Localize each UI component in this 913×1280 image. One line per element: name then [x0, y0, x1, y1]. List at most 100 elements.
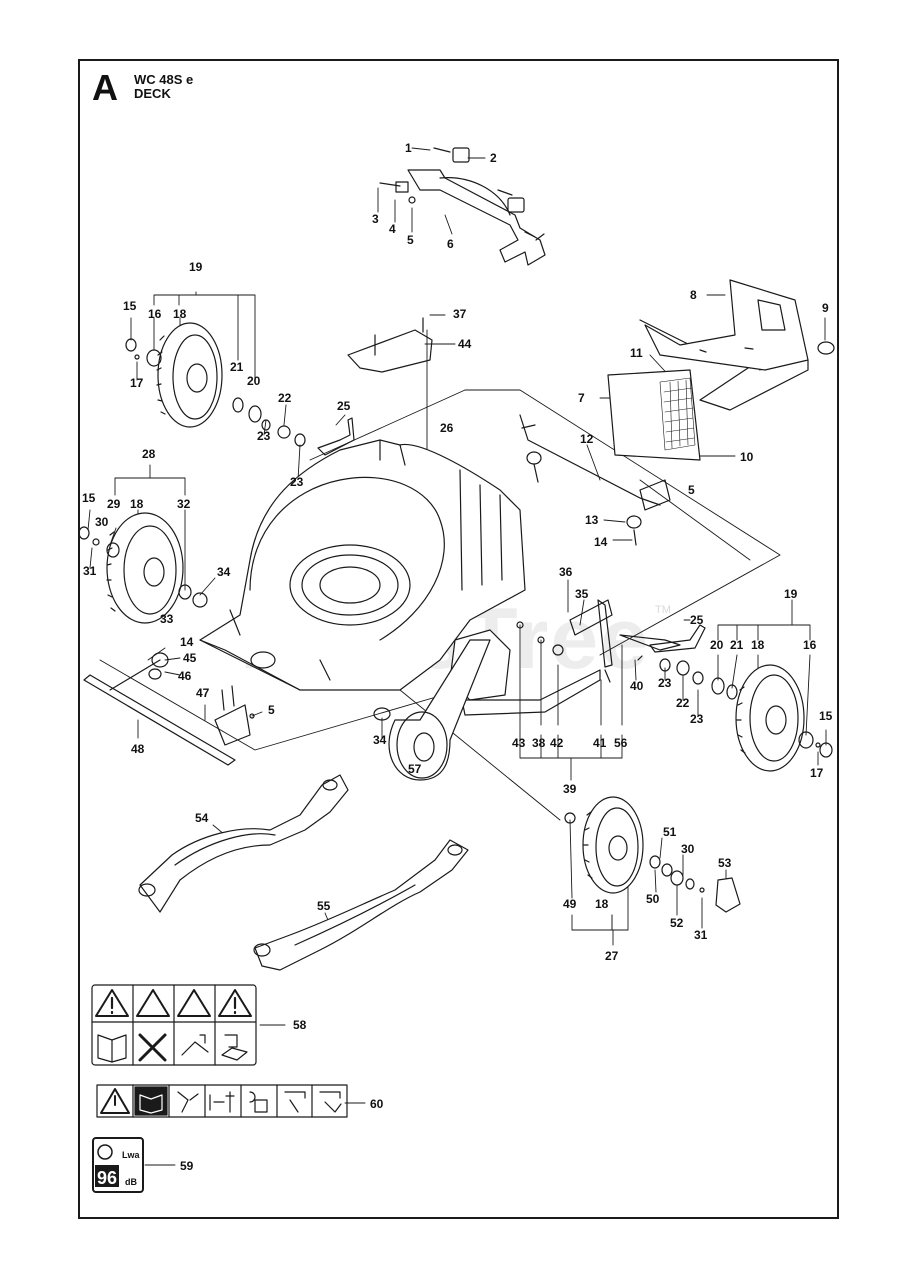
- noise-decal-59: Lwa 96 dB: [92, 1137, 144, 1193]
- part-label-12: 12: [580, 432, 594, 446]
- part-label-19a: 19: [189, 260, 203, 274]
- part-label-17a: 17: [130, 376, 144, 390]
- part-label-33: 33: [160, 612, 174, 626]
- part-label-29: 29: [107, 497, 121, 511]
- front-axle: [83, 652, 255, 766]
- part-label-39: 39: [563, 782, 577, 796]
- belt-pulley: [373, 639, 491, 781]
- height-lever-right: [649, 624, 706, 653]
- part-label-31a: 31: [83, 564, 97, 578]
- leader-lines: [87, 147, 827, 1166]
- part-label-18b: 18: [130, 497, 144, 511]
- wheel-front-right: [564, 796, 741, 913]
- part-label-23a: 23: [257, 429, 271, 443]
- part-label-21b: 21: [730, 638, 744, 652]
- part-label-18a: 18: [173, 307, 187, 321]
- part-label-15c: 15: [819, 709, 833, 723]
- part-label-7: 7: [578, 391, 585, 405]
- assembly-lines: [99, 389, 781, 751]
- watermark-tm: TM: [655, 604, 671, 616]
- handle-bracket: [379, 147, 546, 266]
- part-label-58: 58: [293, 1018, 307, 1032]
- part-label-28: 28: [142, 447, 156, 461]
- part-label-19b: 19: [784, 587, 798, 601]
- plate-44: [347, 317, 433, 373]
- section-title: DECK: [134, 86, 171, 101]
- part-label-15b: 15: [82, 491, 96, 505]
- wheel-rear-right: [735, 664, 833, 772]
- part-label-36: 36: [559, 565, 573, 579]
- part-label-37: 37: [453, 307, 467, 321]
- part-label-53: 53: [718, 856, 732, 870]
- part-label-40: 40: [630, 679, 644, 693]
- part-label-57: 57: [408, 762, 422, 776]
- part-label-34b: 34: [373, 733, 387, 747]
- part-label-25a: 25: [337, 399, 351, 413]
- part-label-4: 4: [389, 222, 396, 236]
- part-label-11: 11: [630, 346, 643, 360]
- part-label-23d: 23: [690, 712, 704, 726]
- model-name: WC 48S e: [134, 72, 194, 87]
- part-label-18d: 18: [595, 897, 609, 911]
- right-small-parts: [659, 658, 738, 700]
- part-label-48: 48: [131, 742, 145, 756]
- noise-lwa-text: Lwa: [122, 1150, 140, 1160]
- part-label-13: 13: [585, 513, 599, 527]
- part-label-22a: 22: [278, 391, 292, 405]
- part-label-59: 59: [180, 1159, 194, 1173]
- part-label-56: 56: [614, 736, 628, 750]
- part-label-3: 3: [372, 212, 379, 226]
- part-label-34a: 34: [217, 565, 231, 579]
- part-label-30a: 30: [95, 515, 109, 529]
- part-label-26: 26: [440, 421, 454, 435]
- blade-54: [138, 774, 349, 913]
- part-label-54: 54: [195, 811, 209, 825]
- height-lever-left: [317, 417, 355, 456]
- part-label-5c: 5: [268, 703, 275, 717]
- part-label-49: 49: [563, 897, 577, 911]
- warning-decal-58: [91, 984, 257, 1066]
- part-label-55: 55: [317, 899, 331, 913]
- section-letter: A: [92, 67, 118, 108]
- part-label-50: 50: [646, 892, 660, 906]
- part-label-45: 45: [183, 651, 197, 665]
- part-label-60: 60: [370, 1097, 384, 1111]
- part-label-18c: 18: [751, 638, 765, 652]
- part-label-31b: 31: [694, 928, 708, 942]
- part-label-25b: 25: [690, 613, 704, 627]
- part-label-21a: 21: [230, 360, 244, 374]
- part-label-16a: 16: [148, 307, 162, 321]
- part-label-47: 47: [196, 686, 210, 700]
- part-label-9: 9: [822, 301, 829, 315]
- wheel-front-left: [78, 512, 208, 624]
- part-label-15a: 15: [123, 299, 137, 313]
- part-label-10: 10: [740, 450, 754, 464]
- part-label-23c: 23: [658, 676, 672, 690]
- wheel-rear-left: [125, 322, 306, 447]
- part-label-6: 6: [447, 237, 454, 251]
- part-label-2: 2: [490, 151, 497, 165]
- part-label-14a: 14: [594, 535, 608, 549]
- height-rod: [519, 414, 671, 546]
- part-label-51: 51: [663, 825, 677, 839]
- part-label-5a: 5: [407, 233, 414, 247]
- part-label-41: 41: [593, 736, 607, 750]
- rear-cover-8: [644, 279, 835, 371]
- part-label-16b: 16: [803, 638, 817, 652]
- noise-value-text: 96: [97, 1168, 117, 1188]
- mower-deck: [199, 439, 526, 691]
- diagram-frame: [78, 59, 839, 1219]
- part-label-38: 38: [532, 736, 546, 750]
- part-label-8: 8: [690, 288, 697, 302]
- part-label-23b: 23: [290, 475, 304, 489]
- part-label-1: 1: [405, 141, 412, 155]
- part-label-17b: 17: [810, 766, 824, 780]
- part-label-43: 43: [512, 736, 526, 750]
- part-label-32: 32: [177, 497, 191, 511]
- drive-bracket: [449, 599, 681, 716]
- part-label-20a: 20: [247, 374, 261, 388]
- part-label-14b: 14: [180, 635, 194, 649]
- part-label-5b: 5: [688, 483, 695, 497]
- warning-decal-60: [96, 1084, 348, 1118]
